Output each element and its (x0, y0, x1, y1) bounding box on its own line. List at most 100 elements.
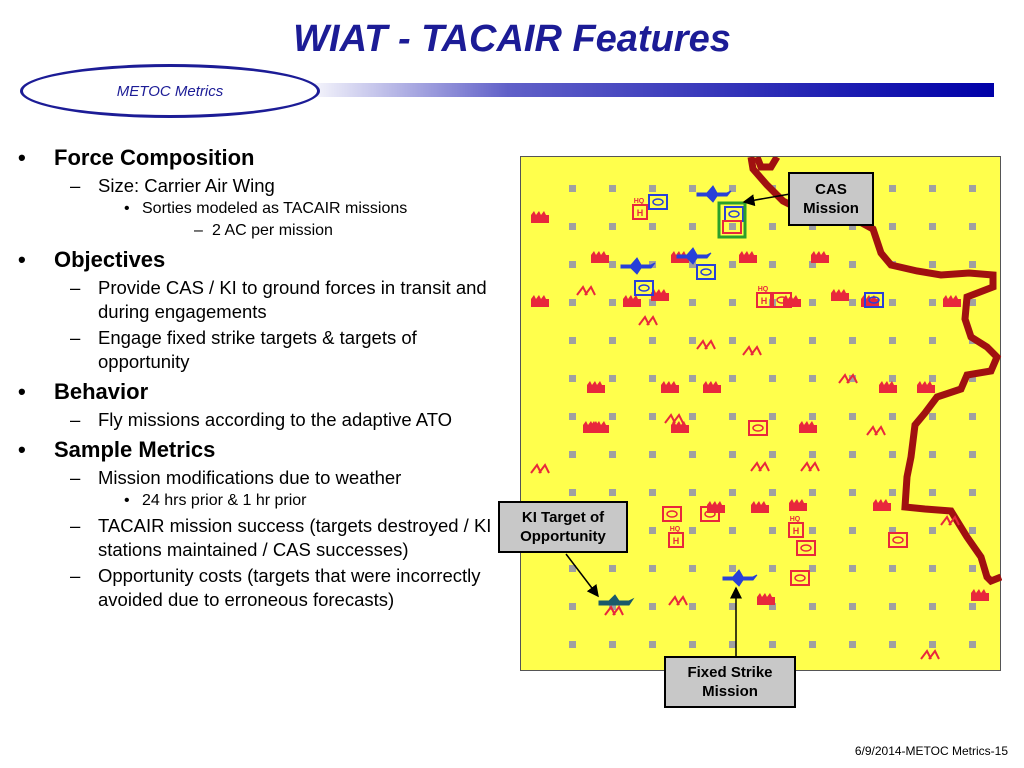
enemy-unit-icon (748, 420, 768, 436)
hq-label: H (637, 208, 644, 218)
troop-icon (800, 461, 820, 472)
grid-marker (929, 565, 936, 572)
grid-marker (569, 185, 576, 192)
grid-marker (609, 489, 616, 496)
sub-bullet-cas-ki: –Provide CAS / KI to ground forces in tr… (70, 277, 487, 322)
grid-marker (729, 299, 736, 306)
grid-marker (809, 223, 816, 230)
grid-marker (889, 641, 896, 648)
grid-marker (689, 413, 696, 420)
sub-bullet-success: –TACAIR mission success (targets destroy… (70, 515, 492, 560)
grid-marker (769, 489, 776, 496)
grid-marker (609, 261, 616, 268)
factory-icon (623, 295, 641, 307)
grid-marker (809, 603, 816, 610)
grid-marker (929, 337, 936, 344)
factory-icon (757, 593, 775, 605)
grid-marker (849, 489, 856, 496)
sub-bullet-cost: –Opportunity costs (targets that were in… (70, 565, 481, 610)
enemy-unit-icon (790, 570, 810, 586)
sub-bullet-engage: –Engage fixed strike targets & targets o… (70, 327, 417, 372)
grid-marker (569, 603, 576, 610)
grid-marker (849, 527, 856, 534)
grid-marker (609, 413, 616, 420)
grid-marker (689, 299, 696, 306)
grid-marker (609, 299, 616, 306)
grid-marker (649, 603, 656, 610)
grid-marker (689, 337, 696, 344)
grid-marker (649, 451, 656, 458)
cas-highlight-box (717, 201, 747, 239)
grid-marker (969, 603, 976, 610)
grid-marker (969, 261, 976, 268)
hq-label: H (673, 536, 680, 546)
grid-marker (849, 375, 856, 382)
grid-marker (969, 527, 976, 534)
grid-marker (809, 337, 816, 344)
grid-marker (929, 223, 936, 230)
grid-marker (609, 375, 616, 382)
grid-marker (729, 527, 736, 534)
grid-marker (689, 641, 696, 648)
grid-marker (609, 185, 616, 192)
grid-marker (889, 451, 896, 458)
grid-marker (569, 337, 576, 344)
fixed-strike-callout: Fixed Strike Mission (664, 656, 796, 708)
logo-text: METOC Metrics (116, 82, 224, 100)
factory-icon (831, 289, 849, 301)
hq-label: HQ (670, 526, 681, 533)
enemy-unit-icon (752, 424, 764, 432)
enemy-unit-icon (800, 544, 812, 552)
grid-marker (569, 413, 576, 420)
grid-marker (889, 299, 896, 306)
grid-marker (769, 337, 776, 344)
sub-bullet-fly: –Fly missions according to the adaptive … (70, 409, 453, 430)
grid-marker (769, 603, 776, 610)
grid-marker (929, 641, 936, 648)
factory-icon (583, 421, 601, 433)
header-gradient-bar (300, 83, 994, 97)
grid-marker (649, 527, 656, 534)
grid-marker (849, 261, 856, 268)
grid-marker (689, 603, 696, 610)
ki-aircraft-icon (598, 594, 635, 606)
grid-marker (689, 375, 696, 382)
grid-marker (969, 413, 976, 420)
enemy-unit-icon (704, 510, 716, 518)
friendly-unit-icon (868, 296, 880, 304)
grid-marker (649, 641, 656, 648)
grid-marker (569, 223, 576, 230)
hq-label: H (761, 296, 768, 306)
hq-icon (632, 204, 648, 220)
hq-label: HQ (758, 286, 769, 293)
grid-marker (929, 261, 936, 268)
factory-icon (873, 499, 891, 511)
grid-marker (649, 489, 656, 496)
aircraft-icon (722, 569, 758, 587)
grid-marker (969, 185, 976, 192)
friendly-unit-icon (652, 198, 664, 206)
grid-marker (889, 413, 896, 420)
grid-marker (849, 337, 856, 344)
factory-icon (917, 381, 935, 393)
grid-marker (769, 223, 776, 230)
grid-marker (809, 375, 816, 382)
grid-marker (849, 641, 856, 648)
grid-marker (889, 185, 896, 192)
enemy-unit-icon (796, 540, 816, 556)
grid-marker (689, 185, 696, 192)
grid-marker (969, 565, 976, 572)
factory-icon (943, 295, 961, 307)
grid-marker (769, 413, 776, 420)
grid-marker (929, 299, 936, 306)
grid-marker (969, 451, 976, 458)
troop-icon (696, 339, 716, 350)
grid-marker (969, 299, 976, 306)
grid-marker (729, 489, 736, 496)
grid-marker (649, 565, 656, 572)
factory-icon (739, 251, 757, 263)
grid-marker (929, 451, 936, 458)
grid-marker (729, 641, 736, 648)
grid-marker (849, 299, 856, 306)
